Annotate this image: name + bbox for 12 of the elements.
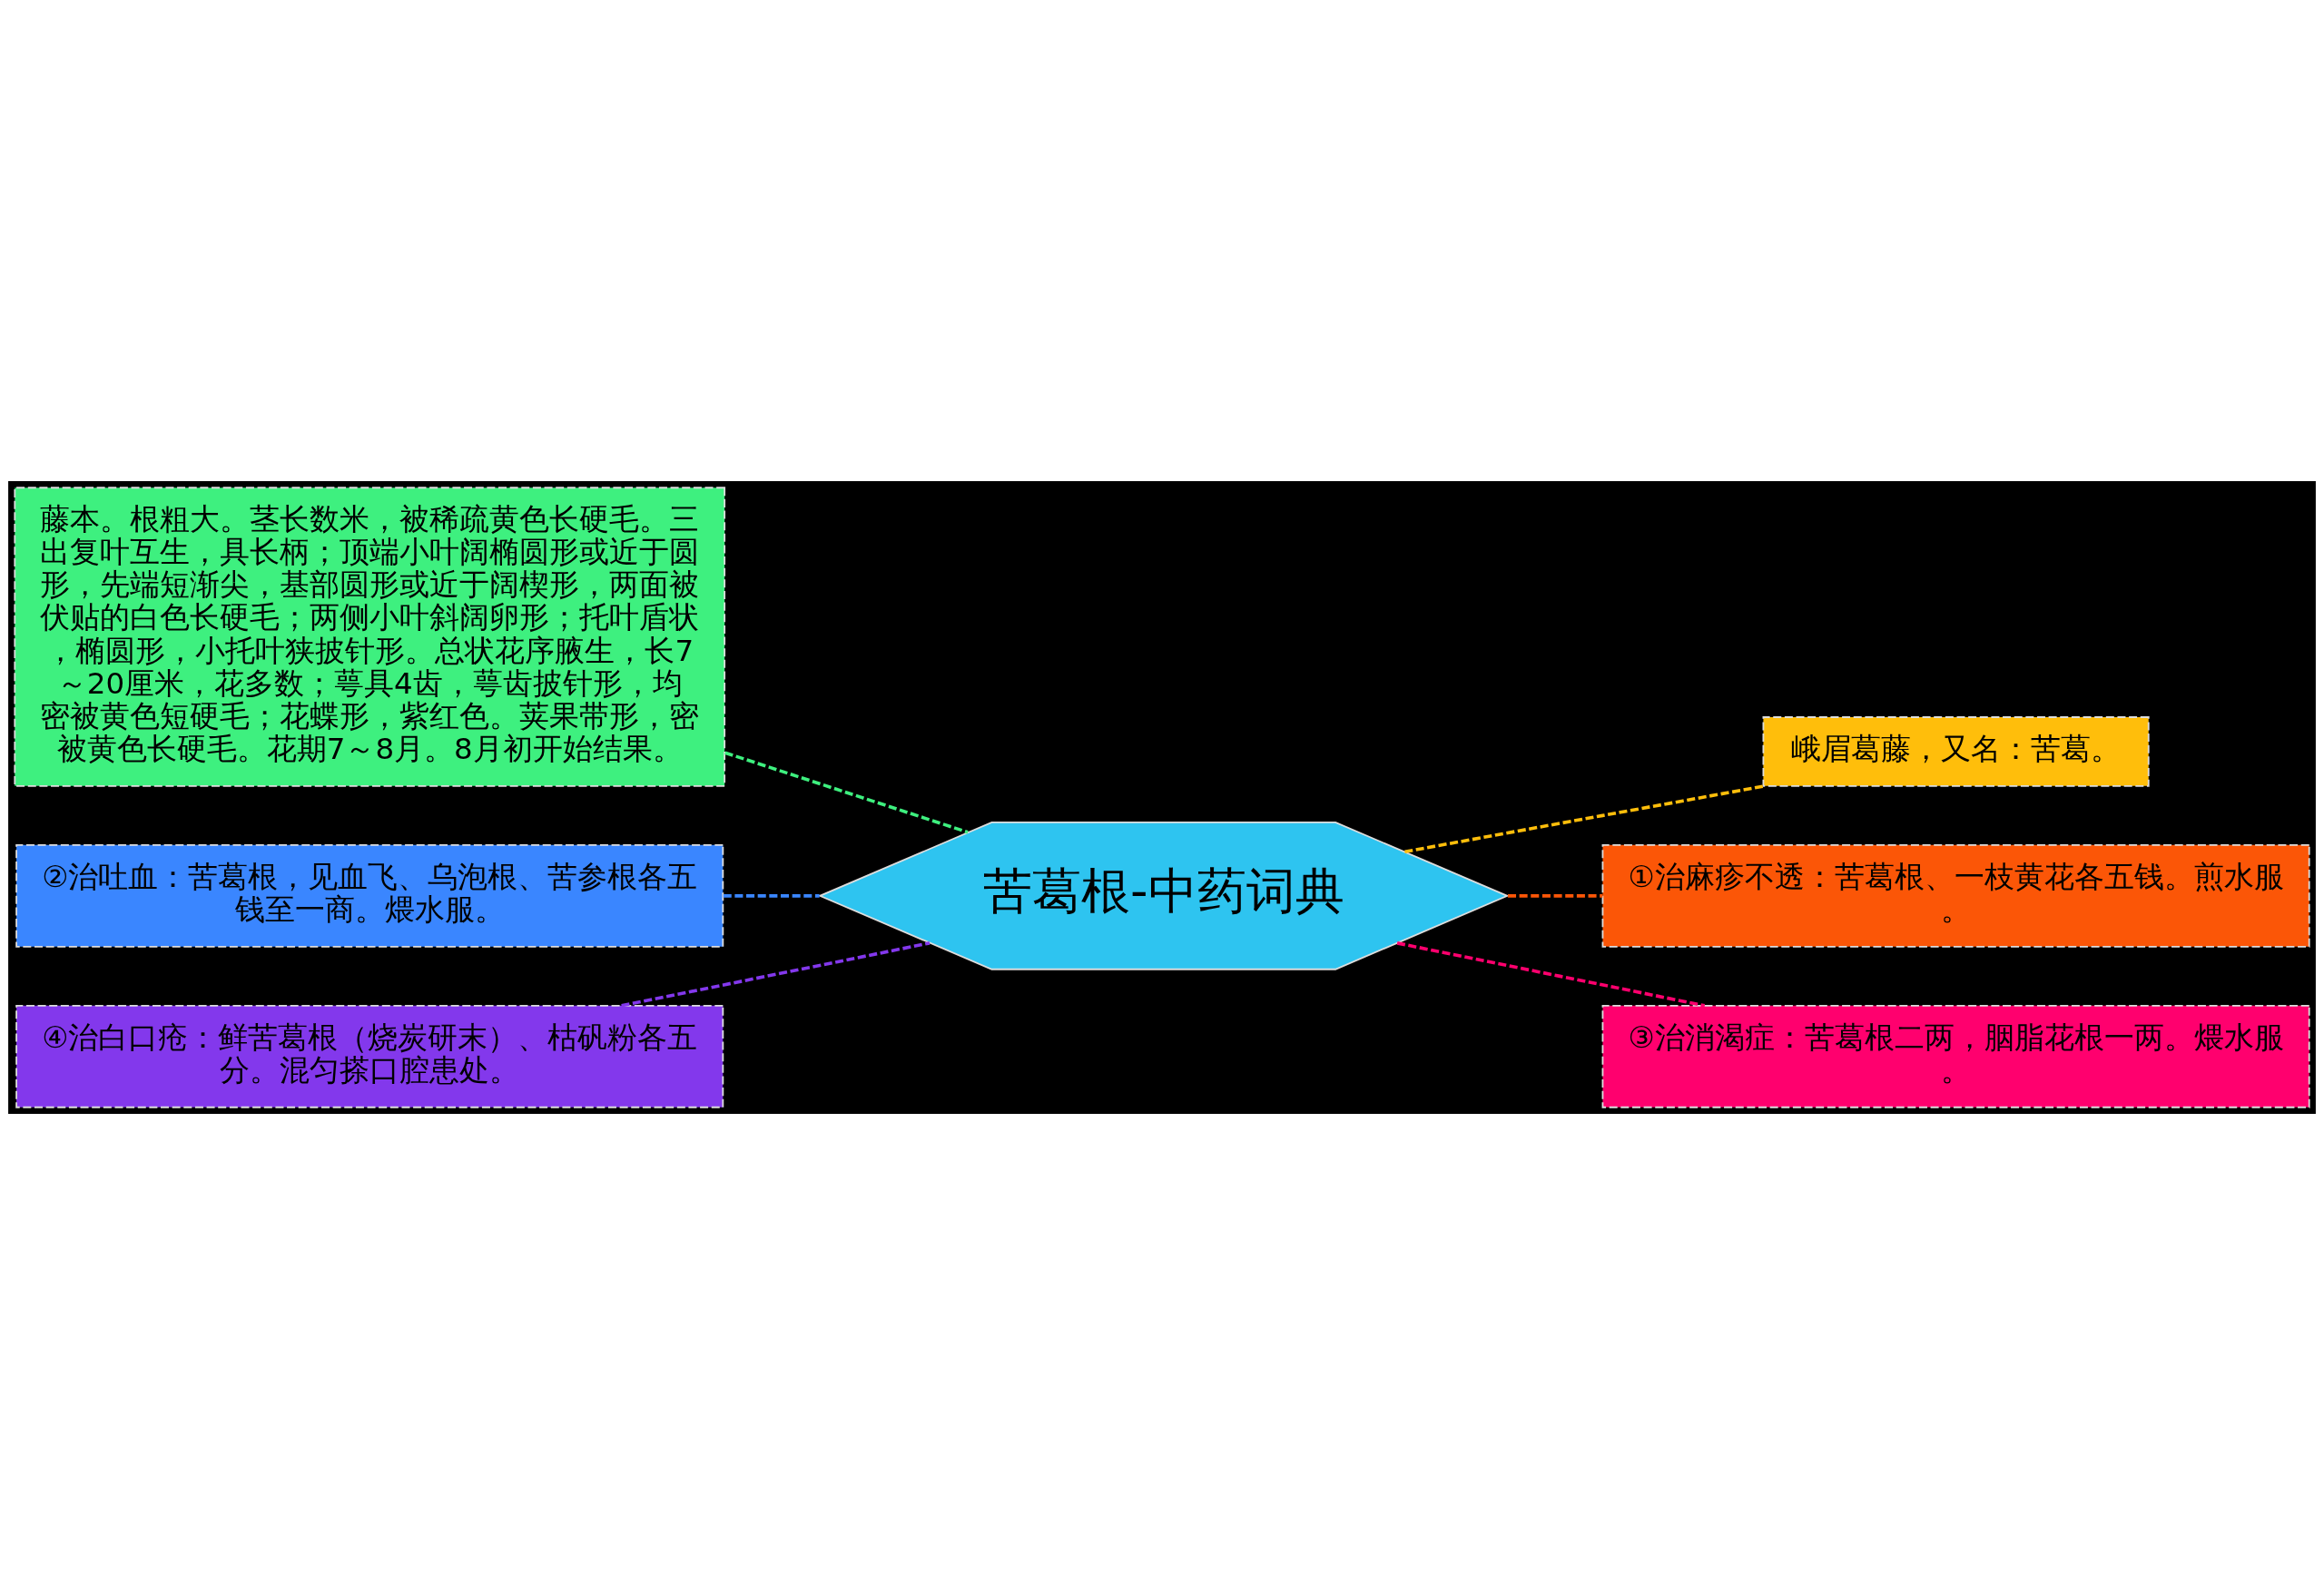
node-box: ③治消渴症：苦葛根二两，胭脂花根一两。煨水服。	[1601, 1004, 2310, 1108]
node-box: ①治麻疹不透：苦葛根、一枝黄花各五钱。煎水服。	[1601, 843, 2310, 948]
node-box: ②治吐血：苦葛根，见血飞、乌泡根、苦参根各五钱至一商。煨水服。	[15, 843, 724, 948]
connector	[723, 894, 820, 898]
connector	[1396, 941, 1706, 1008]
connector	[1508, 894, 1603, 898]
node-box: 峨眉葛藤，又名：苦葛。	[1762, 716, 2150, 787]
connector	[1404, 784, 1766, 854]
connector	[724, 751, 969, 834]
node-box: ④治白口疮：鲜苦葛根（烧炭研末）、枯矾粉各五分。混匀搽口腔患处。	[15, 1004, 724, 1108]
node-box: 藤本。根粗大。茎长数米，被稀疏黄色长硬毛。三出复叶互生，具长柄；顶端小叶阔椭圆形或近于圆形，先端短渐尖，基部圆形或近于阔楔形，两面被伏贴的白色长硬毛；两侧小叶斜阔卵形；托叶盾状，椭圆形，小托叶狭披针形。总状花序腋生，长7～20厘米，花多数；萼具4齿，萼齿披针形，均密被黄色短硬毛；花蝶形，紫红色。荚果带形，密被黄色长硬毛。花期7～8月。8月初开始结果。	[14, 487, 726, 787]
connector	[621, 941, 931, 1008]
